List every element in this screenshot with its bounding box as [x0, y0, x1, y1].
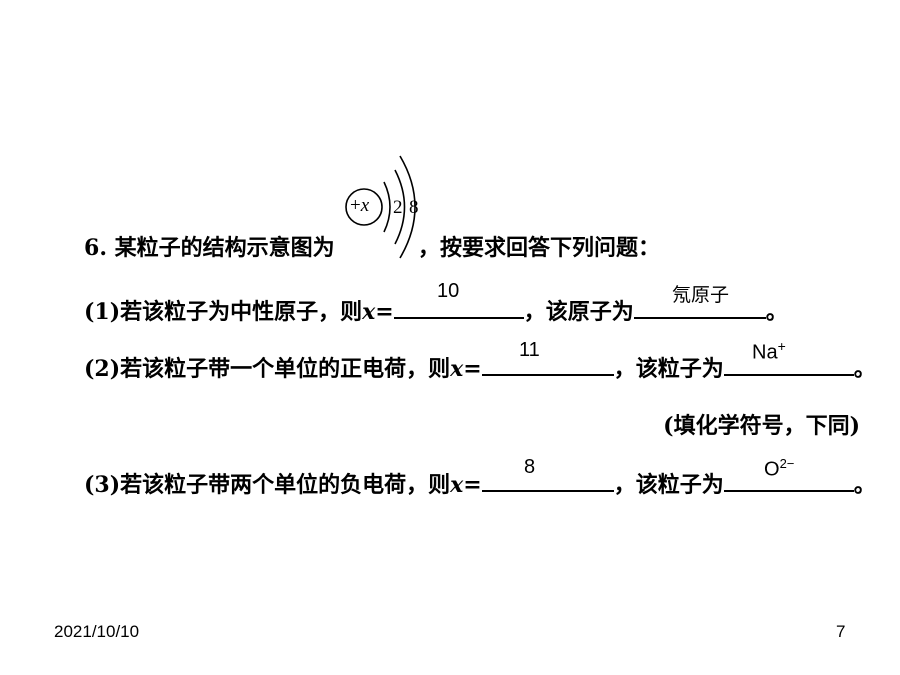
part-1-var: x [362, 299, 376, 325]
part-2-text-a: 若该粒子带一个单位的正电荷，则 [120, 356, 451, 382]
part-3-end: 。 [853, 472, 876, 498]
nucleus-circle [345, 188, 383, 226]
part-2-answer-symbol: Na [752, 341, 778, 364]
part-3-answer-charge: 2− [779, 456, 795, 471]
part-1-answer-x: 10 [437, 280, 460, 302]
part-3-blank-x [481, 470, 614, 492]
part-1-eq: = [375, 299, 394, 325]
part-3-text-b: ，该粒子为 [613, 472, 724, 498]
part-1-blank-particle [633, 297, 766, 319]
part-3-answer-particle: O2− [764, 456, 794, 482]
part-2: (2)若该粒子带一个单位的正电荷，则x= ，该粒子为 。 [84, 351, 876, 383]
part-1-end: 。 [765, 299, 788, 325]
part-1-answer-particle: 氖原子 [672, 285, 730, 306]
part-3-answer-x: 8 [524, 456, 536, 478]
part-2-blank-x [481, 354, 614, 376]
shell-count-2: 8 [409, 197, 419, 218]
part-1-text-a: 若该粒子为中性原子，则 [120, 299, 363, 325]
part-2-answer-particle: Na+ [752, 338, 786, 365]
part-2-eq: = [463, 356, 482, 382]
part-2-label: (2) [84, 356, 121, 382]
part-2-answer-x: 11 [519, 339, 540, 361]
question-intro: 6. 某粒子的结构示意图为 [84, 230, 335, 262]
part-1: (1)若该粒子为中性原子，则x= ，该原子为 。 [84, 294, 788, 326]
part-3-blank-particle [723, 470, 854, 492]
answer-format-note: (填化学符号，下同) [663, 413, 860, 439]
footer-date: 2021/10/10 [54, 622, 140, 641]
part-2-text-b: ，该粒子为 [613, 356, 724, 382]
part-2-var: x [450, 356, 464, 382]
part-3-eq: = [463, 472, 482, 498]
part-3-answer-symbol: O [764, 458, 780, 481]
atom-structure-svg [345, 155, 416, 259]
nucleus-sign: + [350, 195, 361, 216]
atom-structure-diagram: +x 2 8 [340, 152, 430, 264]
question-number: 6 [84, 235, 100, 261]
part-3: (3)若该粒子带两个单位的负电荷，则x= ，该粒子为 。 [84, 467, 876, 499]
question-number-dot: . [99, 235, 107, 261]
electron-shell-arc-1 [383, 181, 391, 233]
part-3-text-a: 若该粒子带两个单位的负电荷，则 [120, 472, 451, 498]
nucleus-var: x [360, 195, 370, 216]
part-2-end: 。 [853, 356, 876, 382]
part-3-label: (3) [84, 472, 121, 498]
part-1-blank-x [393, 297, 524, 319]
nucleus-label: +x [350, 195, 369, 217]
electron-shell-arc-3 [399, 155, 416, 259]
footer-page-number: 7 [836, 622, 846, 641]
shell-count-1: 2 [393, 197, 403, 218]
part-2-answer-charge: + [777, 338, 786, 354]
part-1-label: (1) [84, 299, 121, 325]
part-2-blank-particle [723, 354, 854, 376]
part-1-text-b: ，该原子为 [523, 299, 634, 325]
electron-shell-arc-2 [394, 169, 406, 245]
intro-after-text: ，按要求回答下列问题： [418, 235, 661, 261]
part-3-var: x [450, 472, 464, 498]
intro-before-text: 某粒子的结构示意图为 [114, 235, 335, 261]
